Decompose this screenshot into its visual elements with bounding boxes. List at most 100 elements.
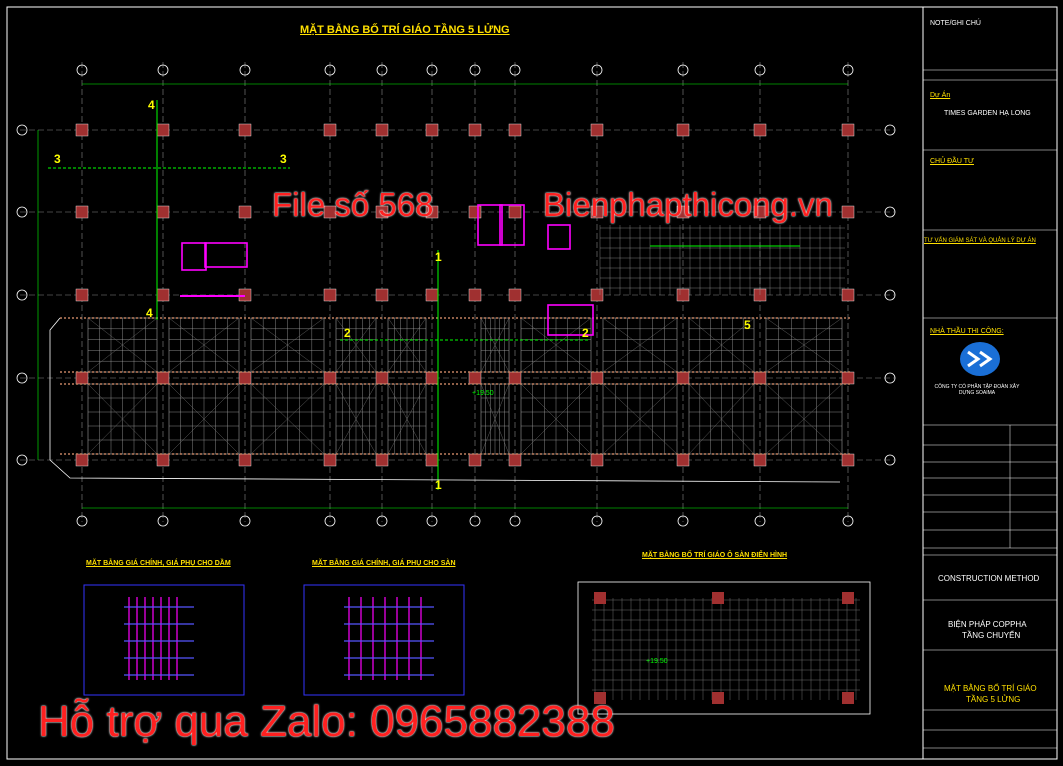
column [425,123,439,137]
grid-bubble [754,64,766,76]
tb-contractor-name: CÔNG TY CỔ PHẦN TẬP ĐOÀN XÂY DỰNG SOAIMA [934,384,1020,396]
grid-bubble [239,515,251,527]
column [75,123,89,137]
scaffold-bay [480,383,510,455]
grid-bubble [591,515,603,527]
column [712,592,724,604]
main-scaffold-plan [48,100,855,490]
scaffold-bay [335,383,377,455]
section-marker: 3 [54,152,61,166]
column [375,205,389,219]
column [753,453,767,467]
column [712,692,724,704]
section-marker: 1 [435,250,442,264]
opening [547,224,571,250]
grid-bubble [76,64,88,76]
column [508,123,522,137]
column [842,692,854,704]
level-label: +19.50 [472,390,494,397]
detail-box [303,584,465,696]
column [590,453,604,467]
column [375,453,389,467]
tb-consultant-label: TƯ VẤN GIÁM SÁT VÀ QUẢN LÝ DỰ ÁN [924,238,1036,244]
column [425,453,439,467]
column [841,288,855,302]
opening [499,204,525,246]
grid-bubble [677,515,689,527]
column [508,453,522,467]
tb-project-label: Dự Án [930,92,951,99]
section-marker: 1 [435,478,442,492]
detail-plans [83,581,871,715]
column [508,371,522,385]
column [323,205,337,219]
tb-project-name: TIMES GARDEN HẠ LONG [944,110,1031,117]
opening [477,204,503,246]
detail-title-typical: MẶT BẰNG BỐ TRÍ GIÁO Ô SÀN ĐIỂN HÌNH [642,552,788,559]
tb-investor-label: CHỦ ĐẦU TƯ [930,158,974,165]
column [425,205,439,219]
grid-bubble [509,515,521,527]
watermark-site: Bienphapthicong.vn [543,186,833,223]
column [590,371,604,385]
column [468,371,482,385]
scaffold-bay [168,317,240,373]
main-drawing-title: MẶT BẰNG BỐ TRÍ GIÁO TẦNG 5 LỬNG [300,24,510,36]
grid-bubble [324,64,336,76]
section-marker: 4 [148,98,155,112]
grid-bubble [376,64,388,76]
column [590,123,604,137]
opening [181,242,207,271]
column [425,371,439,385]
grid-bubble [591,64,603,76]
column [508,288,522,302]
scaffold-bay [602,317,678,373]
grid-bubble [76,515,88,527]
detail-box [83,584,245,696]
scaffold-bay [387,317,427,373]
column [841,453,855,467]
building-outline [49,317,841,483]
column [238,205,252,219]
tb-contractor-label: NHÀ THẦU THI CÔNG: [930,328,1004,335]
grid-bubble [842,64,854,76]
tb-sheet-title-line2: TẦNG 5 LỬNG [966,695,1021,704]
grid-bubble [16,206,28,218]
grid-bubble [426,515,438,527]
column [841,371,855,385]
column [468,205,482,219]
grid-bubble [884,454,896,466]
scaffold-bay [765,383,843,455]
detail-title-slab: MẶT BẰNG GIÁ CHÍNH, GIÁ PHỤ CHO SÀN [312,560,456,567]
section-marker: 2 [344,326,351,340]
column [75,288,89,302]
grid-bubble [884,124,896,136]
section-marker: 2 [582,326,589,340]
watermark-file-number: File số 568 [272,186,434,223]
column [323,453,337,467]
column [594,592,606,604]
grid-bubble [157,64,169,76]
tb-notes: NOTE/GHI CHÚ [930,20,981,27]
column [676,205,690,219]
scaffold-bay [87,383,158,455]
scaffold-bay [520,317,592,373]
grid-bubble [754,515,766,527]
column [156,453,170,467]
section-marker: 5 [744,318,751,332]
column [468,453,482,467]
grid-bubble [324,515,336,527]
tb-method-line2: TẦNG CHUYỂN [962,631,1021,640]
column [676,288,690,302]
column [375,123,389,137]
column [676,123,690,137]
column [468,288,482,302]
column [753,205,767,219]
grid-bubble [376,515,388,527]
grid-bubble [884,289,896,301]
drawing-frame [6,6,1058,760]
column [323,371,337,385]
column [323,123,337,137]
detail-title-beam: MẶT BẰNG GIÁ CHÍNH, GIÁ PHỤ CHO DẦM [86,560,231,567]
column [238,371,252,385]
